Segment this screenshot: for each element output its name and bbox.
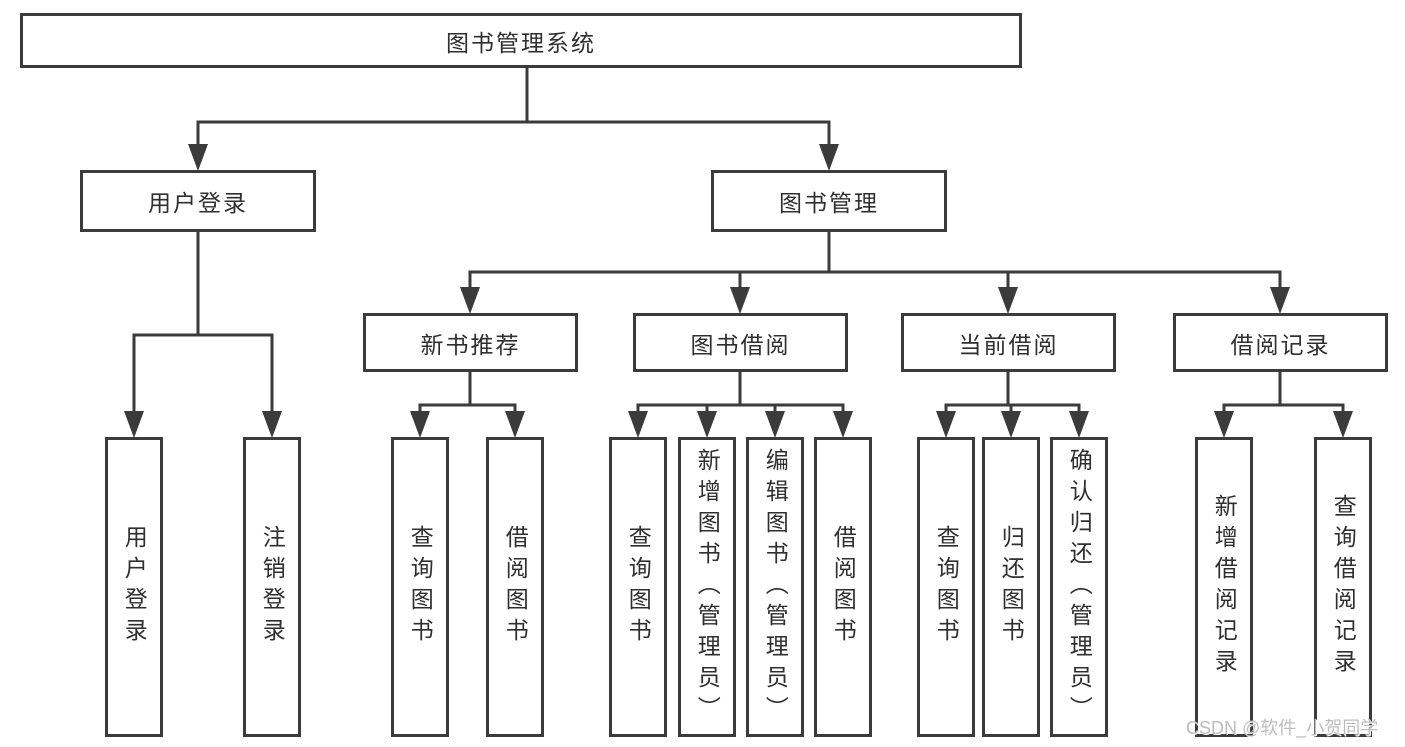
node-edit-books-admin: 编辑图书（管理员） <box>746 437 804 737</box>
node-label: 新增借阅记录 <box>1211 494 1238 680</box>
node-user-login: 用户登录 <box>105 437 163 737</box>
node-query-books-borrowing: 查询图书 <box>609 437 667 737</box>
node-borrow-books-recommend: 借阅图书 <box>486 437 544 737</box>
arrowheads <box>124 144 1353 438</box>
node-book-borrowing: 图书借阅 <box>633 313 848 372</box>
node-label: 用户登录 <box>148 190 248 216</box>
node-label: 用户登录 <box>121 525 148 649</box>
node-label: 借阅图书 <box>502 525 529 649</box>
node-label: 查询借阅记录 <box>1330 494 1357 680</box>
node-confirm-return-admin: 确认归还（管理员） <box>1050 437 1108 737</box>
node-label: 图书管理系统 <box>446 29 596 56</box>
node-label: 新书推荐 <box>420 331 521 358</box>
node-library-management-system: 图书管理系统 <box>20 13 1022 68</box>
node-user-login-group: 用户登录 <box>80 170 316 232</box>
node-new-book-recommendation: 新书推荐 <box>363 313 578 372</box>
node-logout: 注销登录 <box>243 437 301 737</box>
node-label: 归还图书 <box>998 525 1025 649</box>
node-add-borrow-record: 新增借阅记录 <box>1195 437 1253 737</box>
csdn-watermark: CSDN @软件_小贺同学 <box>1186 718 1379 738</box>
node-query-books-recommend: 查询图书 <box>391 437 449 737</box>
node-label: 借阅图书 <box>830 525 857 649</box>
node-label: 编辑图书（管理员） <box>762 447 789 727</box>
node-label: 查询图书 <box>407 525 434 649</box>
node-label: 图书借阅 <box>690 331 791 358</box>
node-label: 注销登录 <box>259 525 286 649</box>
node-label: 借阅记录 <box>1230 331 1331 358</box>
node-return-books: 归还图书 <box>982 437 1040 737</box>
node-label: 新增图书（管理员） <box>694 447 721 727</box>
node-label: 查询图书 <box>933 525 960 649</box>
node-borrowing-records: 借阅记录 <box>1173 313 1388 372</box>
node-label: 当前借阅 <box>958 331 1059 358</box>
node-book-management: 图书管理 <box>711 170 947 232</box>
node-borrow-books: 借阅图书 <box>814 437 872 737</box>
node-label: 图书管理 <box>779 190 879 216</box>
node-query-borrow-record: 查询借阅记录 <box>1314 437 1372 737</box>
node-current-borrowing: 当前借阅 <box>901 313 1116 372</box>
node-add-books-admin: 新增图书（管理员） <box>678 437 736 737</box>
node-label: 确认归还（管理员） <box>1066 447 1093 727</box>
node-query-books-current: 查询图书 <box>917 437 975 737</box>
node-label: 查询图书 <box>625 525 652 649</box>
